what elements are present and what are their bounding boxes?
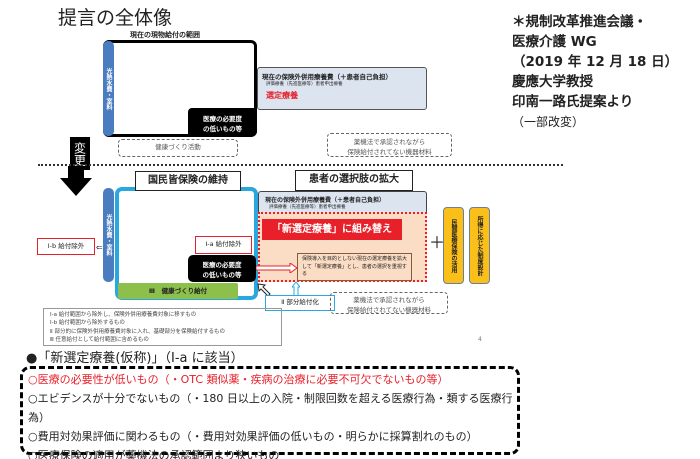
mixed-title: 現在の保険外併用療養費（＋患者自己負担） [262,73,392,81]
criteria-item: ○医療保険の適用が薬機法の承認範囲より狭いもの [28,449,280,459]
note-sub: （一部改変） [512,115,585,129]
devices-line: 保険給付されてない機器材料 [347,148,432,156]
exclusion-ia: Ⅰ-a 給付除外 [195,236,252,254]
devices-line: 薬機法で承認されながら [353,296,425,304]
low-need-line: の低いもの等 [202,271,242,279]
source-note: ＊規制改革推進会議・ 医療介護 WG （2019 年 12 月 18 日） 慶應… [512,12,697,132]
mixed-sub: 評価療養（先進医療等）患者申出療養 [269,205,346,210]
low-need-box: 医療の必要度の低いもの等 [188,255,256,282]
unapproved-devices-box: 薬機法で承認されながら保険給付されてない機器材料 [330,292,448,314]
selected-care: 選定療養 [266,91,298,100]
income-based-box: 所得に応じた制度設計 [469,207,490,284]
criteria-item: ○エビデンスが十分でないもの（・180 日以上の入院・制限回数を超える医療行為・… [28,392,513,424]
health-activity-box: 健康づくり活動 [118,139,238,157]
note-line: 慶應大学教授 [512,74,593,90]
criteria-item: ○費用対効果評価に関わるもの（・費用対効果評価の低いもの・明らかに採算割れのもの… [28,430,478,443]
new-selected-heading: ●「新選定療養(仮称)」（Ⅰ-a に該当） [26,351,244,366]
note-line: 印南一路氏提案より [512,94,634,110]
legend-box: Ⅰ-a 給付範囲から除外し、保険外併用療養費対象に移すもの Ⅰ-b 給付範囲から… [43,308,282,346]
note-line: （2019 年 12 月 18 日） [512,54,679,70]
note-line: 医療介護 WG [512,34,597,50]
legend-item: Ⅰ-a 給付範囲から除外し、保険外併用療養費対象に移すもの [50,312,197,318]
legend-item: Ⅰ-b 給付範囲から除外するもの [50,320,125,327]
exclusion-ib: Ⅰ-b 給付除外 [37,238,95,255]
new-selected-banner: 「新選定療養」に組み替え [262,219,402,240]
devices-line: 薬機法で承認されながら [353,138,426,146]
legend-item: Ⅱ 部分的に保険外併用療養費対象に入れ、基礎部分を保険給付するもの [50,328,226,335]
low-need-line: の低いもの等 [203,125,242,133]
current-range-label: 現在の現物給付の範囲 [130,31,200,39]
note-line: ＊規制改革推進会議・ [512,14,647,30]
right-arrow-icon [256,263,298,273]
hotel-cost-bar: 光熱水費・室料 [103,188,114,282]
maintain-heading: 国民皆保険の維持 [135,171,241,191]
low-need-line: 医療の必要度 [202,261,242,269]
page-number: 4 [478,336,482,343]
private-insurance-box: 民間医療保険の活用 [443,207,464,284]
low-need-box: 医療の必要度の低いもの等 [188,108,257,137]
mixed-sub: 評価療養（先進医療等）患者申出療養 [266,82,343,87]
current-mixed-box: 現在の保険外併用療養費（＋患者自己負担） 評価療養（先進医療等）患者申出療養 選… [257,67,427,110]
low-need-line: 医療の必要度 [203,115,242,123]
change-label: 変更 [70,137,90,170]
current-benefit-box [103,40,257,137]
up-arrow-icon [292,282,300,296]
health-benefit-box: Ⅲ 健康づくり給付 [118,283,238,299]
expand-note: 保険導入を目的としない現在の選定療養を拡大して「新選定療養」とし、患者の選択を重… [297,253,412,281]
slide-title: 提言の全体像 [58,7,173,29]
plus-sign: ＋ [429,233,446,252]
down-arrow-icon [60,166,92,196]
hotel-cost-bar: 光熱水費・室料 [103,41,114,136]
devices-line: 保険給付されてない機器材料 [346,306,432,314]
expand-heading: 患者の選択肢の拡大 [295,170,413,191]
legend-item: Ⅲ 任意給付として給付範囲に含めるもの [50,336,149,343]
left-arrow-icon: ⇐ [96,243,103,252]
mixed-title: 現在の保険外併用療養費（＋患者自己負担） [265,197,386,204]
criteria-box: ○医療の必要性が低いもの（・OTC 類似薬・疾病の治療に必要不可欠でないもの等）… [20,366,520,459]
unapproved-devices-box: 薬機法で承認されながら保険給付されてない機器材料 [327,133,452,157]
criteria-item: ○医療の必要性が低いもの（・OTC 類似薬・疾病の治療に必要不可欠でないもの等） [28,373,449,386]
partial-benefit-box: Ⅱ 部分給付化 [265,295,335,311]
divider [38,164,563,166]
